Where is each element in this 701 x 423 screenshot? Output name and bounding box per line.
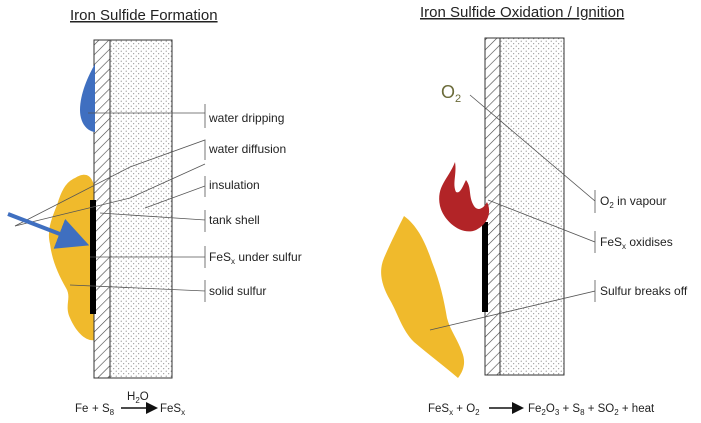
- right-panel: Iron Sulfide Oxidation / Ignition O2 O2 …: [381, 4, 688, 417]
- o2-label: O2: [441, 82, 461, 105]
- left-equation: Fe + S8 H2O FeSx: [75, 391, 185, 417]
- water-drop: [80, 64, 95, 132]
- water-diffusion-arrow: [7, 212, 90, 249]
- label-o2-in-vapour: O2 in vapour: [600, 194, 667, 210]
- label-fesx-oxidises: FeSx oxidises: [600, 235, 673, 251]
- label-water-diffusion: water diffusion: [208, 142, 286, 156]
- tank-shell: [93, 39, 111, 379]
- fesx-layer-right: [482, 222, 488, 312]
- label-tank-shell: tank shell: [209, 213, 260, 227]
- label-sulfur-breaks-off: Sulfur breaks off: [600, 284, 688, 298]
- solid-sulfur-blob: [48, 174, 95, 341]
- left-panel-title: Iron Sulfide Formation: [70, 7, 218, 24]
- right-panel-title: Iron Sulfide Oxidation / Ignition: [420, 4, 624, 21]
- label-insulation: insulation: [209, 178, 260, 192]
- flame-icon: [439, 162, 490, 232]
- insulation-layer-right: [499, 37, 565, 376]
- left-leader-lines: [14, 104, 206, 302]
- insulation-layer: [109, 39, 173, 379]
- eq-right-products: Fe2O3 + S8 + SO2 + heat: [528, 403, 655, 417]
- sulfur-breaks-blob: [381, 216, 465, 378]
- label-solid-sulfur: solid sulfur: [209, 284, 266, 298]
- right-leader-lines: [429, 94, 596, 331]
- eq-fesx: FeSx: [160, 403, 185, 417]
- eq-s8: S8: [102, 403, 115, 417]
- eq-fe: Fe: [75, 403, 88, 415]
- label-fesx-under-sulfur: FeSx under sulfur: [209, 250, 302, 266]
- right-equation: FeSx + O2 Fe2O3 + S8 + SO2 + heat: [428, 402, 655, 417]
- eq-right-reactants: FeSx + O2: [428, 403, 480, 417]
- label-water-dripping: water dripping: [208, 111, 284, 125]
- eq-plus: +: [92, 403, 99, 415]
- left-panel: Iron Sulfide Formation water dripping wa…: [7, 7, 302, 417]
- eq-condition: H2O: [127, 391, 149, 405]
